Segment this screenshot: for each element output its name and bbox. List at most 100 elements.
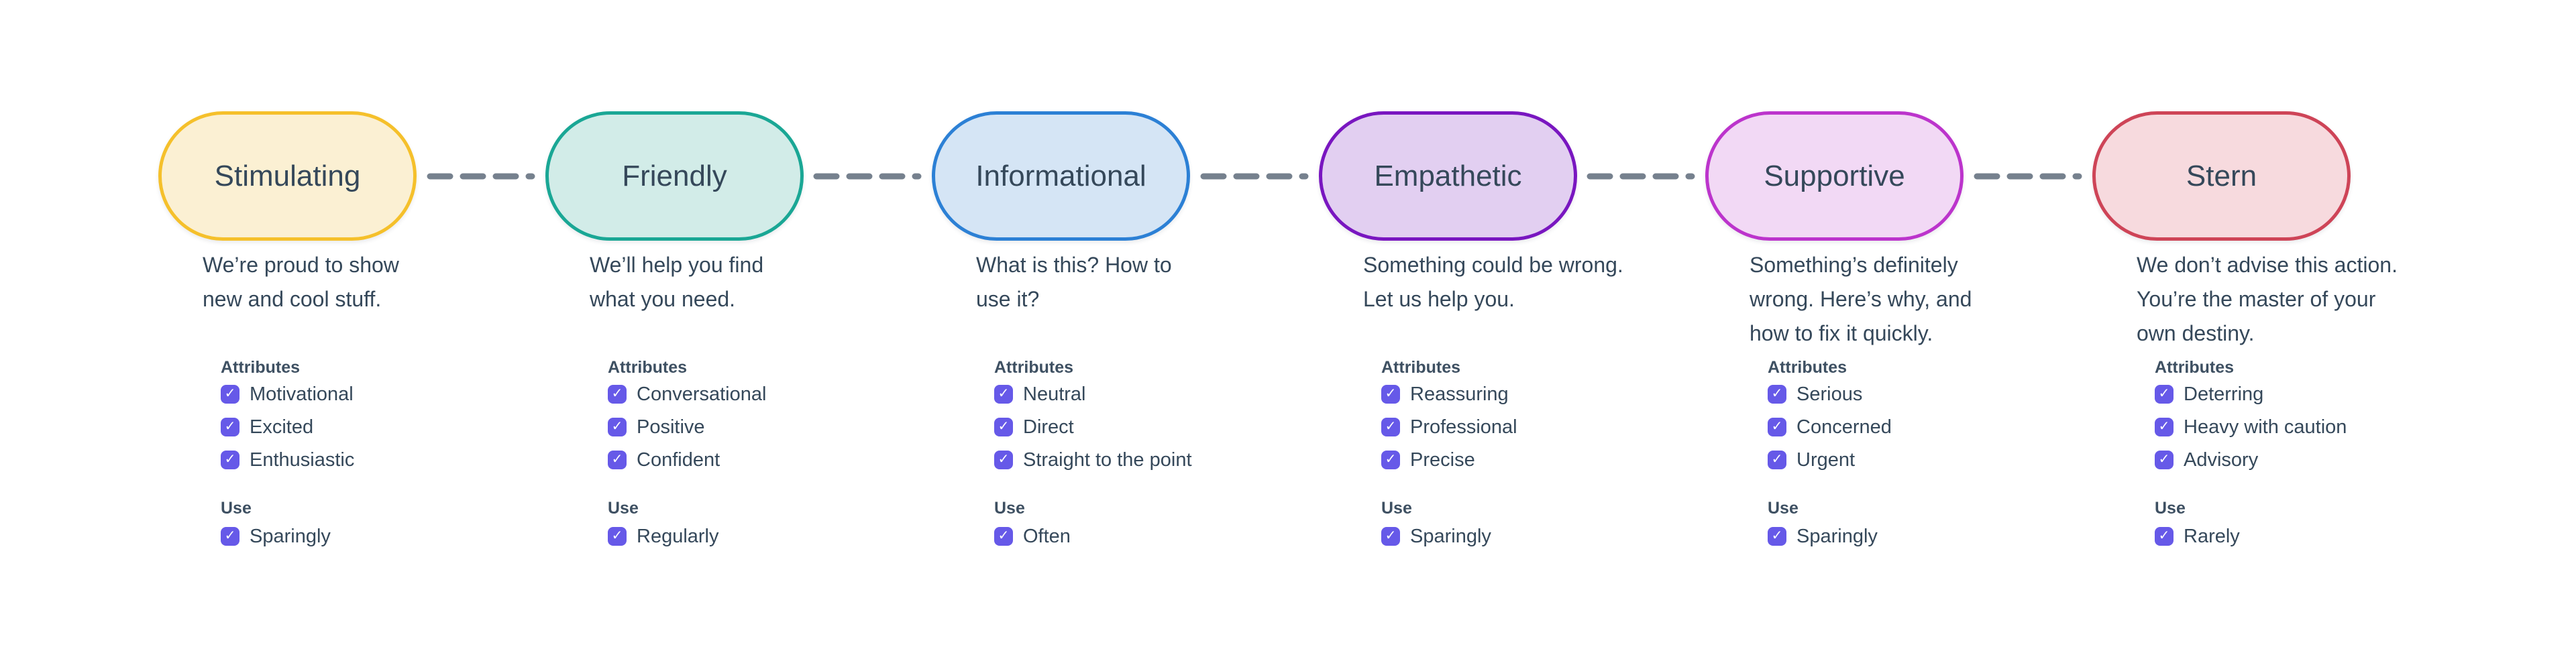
attribute-item: ✓ Direct xyxy=(994,416,1192,438)
use-item: ✓ Sparingly xyxy=(221,525,331,547)
use-header: Use xyxy=(1381,499,1412,518)
checkmark-icon: ✓ xyxy=(2158,452,2170,467)
attribute-item: ✓ Conversational xyxy=(608,384,766,405)
tone-description: What is this? How to use it? xyxy=(976,253,1172,311)
attributes-header: Attributes xyxy=(221,358,301,377)
checkmark-icon: ✓ xyxy=(1771,386,1783,401)
attribute-label: Excited xyxy=(250,416,314,438)
attributes-header: Attributes xyxy=(1381,358,1461,377)
checkmark-icon: ✓ xyxy=(2158,419,2170,434)
attribute-item: ✓ Motivational xyxy=(221,384,354,405)
use-list: ✓ Often xyxy=(994,525,1071,560)
connector-dashed-line xyxy=(1974,173,2082,180)
tone-pill-label: Stern xyxy=(2186,159,2257,192)
attribute-item: ✓ Concerned xyxy=(1768,416,1892,438)
connector-dashed-line xyxy=(813,173,922,180)
attribute-item: ✓ Neutral xyxy=(994,384,1192,405)
attribute-label: Straight to the point xyxy=(1023,449,1192,471)
checkmark-icon: ✓ xyxy=(1771,528,1783,543)
checkbox-checked-icon[interactable]: ✓ xyxy=(1768,385,1786,404)
checkmark-icon: ✓ xyxy=(2158,528,2170,543)
attribute-label: Urgent xyxy=(1796,449,1856,471)
attributes-list: ✓ Motivational ✓ Excited ✓ Enthusiastic xyxy=(221,384,355,483)
checkbox-checked-icon[interactable]: ✓ xyxy=(608,527,627,546)
checkmark-icon: ✓ xyxy=(611,386,623,401)
checkbox-checked-icon[interactable]: ✓ xyxy=(1381,527,1400,546)
checkbox-checked-icon[interactable]: ✓ xyxy=(1768,418,1786,436)
checkmark-icon: ✓ xyxy=(224,386,236,401)
checkbox-checked-icon[interactable]: ✓ xyxy=(608,385,627,404)
checkbox-checked-icon[interactable]: ✓ xyxy=(221,451,239,469)
attributes-header: Attributes xyxy=(608,358,688,377)
use-label: Sparingly xyxy=(250,525,331,547)
use-item: ✓ Sparingly xyxy=(1768,526,1878,547)
checkmark-icon: ✓ xyxy=(1385,528,1397,543)
tone-pill-label: Empathetic xyxy=(1374,159,1522,192)
checkmark-icon: ✓ xyxy=(998,386,1010,401)
checkbox-checked-icon[interactable]: ✓ xyxy=(994,451,1013,469)
tone-pill: Empathetic xyxy=(1319,111,1577,241)
tone-pill-label: Stimulating xyxy=(214,159,361,192)
use-item: ✓ Often xyxy=(994,525,1071,547)
use-list: ✓ Rarely xyxy=(2155,525,2240,560)
checkbox-checked-icon[interactable]: ✓ xyxy=(994,385,1013,404)
attribute-item: ✓ Excited xyxy=(221,416,354,438)
checkbox-checked-icon[interactable]: ✓ xyxy=(994,527,1013,546)
checkmark-icon: ✓ xyxy=(998,419,1010,434)
checkbox-checked-icon[interactable]: ✓ xyxy=(1381,385,1400,404)
attributes-header: Attributes xyxy=(2155,358,2235,377)
checkbox-checked-icon[interactable]: ✓ xyxy=(1768,527,1786,546)
checkmark-icon: ✓ xyxy=(224,528,236,543)
attributes-header: Attributes xyxy=(994,358,1074,377)
checkmark-icon: ✓ xyxy=(1385,452,1397,467)
checkbox-checked-icon[interactable]: ✓ xyxy=(2155,385,2174,404)
attribute-label: Direct xyxy=(1023,416,1074,438)
checkbox-checked-icon[interactable]: ✓ xyxy=(1768,451,1786,469)
checkmark-icon: ✓ xyxy=(2158,386,2170,401)
attribute-label: Confident xyxy=(637,449,720,471)
use-label: Sparingly xyxy=(1410,525,1491,547)
checkmark-icon: ✓ xyxy=(1385,419,1397,434)
attributes-list: ✓ Serious ✓ Concerned ✓ Urgent xyxy=(1768,383,1892,483)
checkbox-checked-icon[interactable]: ✓ xyxy=(2155,418,2174,436)
checkbox-checked-icon[interactable]: ✓ xyxy=(608,451,627,469)
attribute-label: Heavy with caution xyxy=(2184,416,2347,438)
attribute-item: ✓ Confident xyxy=(608,449,766,471)
attribute-label: Precise xyxy=(1410,449,1475,471)
checkbox-checked-icon[interactable]: ✓ xyxy=(994,418,1013,436)
checkbox-checked-icon[interactable]: ✓ xyxy=(1381,451,1400,469)
checkbox-checked-icon[interactable]: ✓ xyxy=(1381,418,1400,436)
tone-column-supportive: Supportive Something’s definitely wrong.… xyxy=(1705,111,2092,594)
use-header: Use xyxy=(608,499,639,518)
tone-column-empathetic: Empathetic Something could be wrong. Let… xyxy=(1319,111,1705,594)
attribute-item: ✓ Serious xyxy=(1768,383,1892,405)
checkbox-checked-icon[interactable]: ✓ xyxy=(2155,451,2174,469)
attributes-list: ✓ Deterring ✓ Heavy with caution ✓ Advis… xyxy=(2155,383,2347,483)
checkmark-icon: ✓ xyxy=(611,419,623,434)
use-item: ✓ Rarely xyxy=(2155,525,2240,547)
checkmark-icon: ✓ xyxy=(1771,419,1783,434)
use-list: ✓ Sparingly xyxy=(1381,525,1491,560)
attributes-list: ✓ Neutral ✓ Direct ✓ Straight to the poi… xyxy=(994,384,1192,483)
use-label: Rarely xyxy=(2184,525,2240,547)
checkmark-icon: ✓ xyxy=(1385,386,1397,401)
attribute-item: ✓ Professional xyxy=(1381,416,1517,438)
use-header: Use xyxy=(221,499,252,518)
tone-pill: Informational xyxy=(932,111,1190,241)
checkbox-checked-icon[interactable]: ✓ xyxy=(221,527,239,546)
tone-column-stern: Stern We don’t advise this action. You’r… xyxy=(2092,111,2479,594)
checkbox-checked-icon[interactable]: ✓ xyxy=(221,385,239,404)
use-label: Often xyxy=(1023,525,1071,547)
attribute-label: Deterring xyxy=(2184,383,2264,405)
use-item: ✓ Sparingly xyxy=(1381,525,1491,547)
checkbox-checked-icon[interactable]: ✓ xyxy=(221,418,239,436)
tone-pill: Stern xyxy=(2092,111,2351,241)
checkmark-icon: ✓ xyxy=(611,528,623,543)
attribute-label: Serious xyxy=(1796,383,1863,405)
checkbox-checked-icon[interactable]: ✓ xyxy=(608,418,627,436)
connector-dashed-line xyxy=(427,173,535,180)
checkbox-checked-icon[interactable]: ✓ xyxy=(2155,527,2174,546)
checkmark-icon: ✓ xyxy=(1771,452,1783,467)
tone-pill-label: Informational xyxy=(975,159,1146,192)
attribute-label: Enthusiastic xyxy=(250,449,355,471)
